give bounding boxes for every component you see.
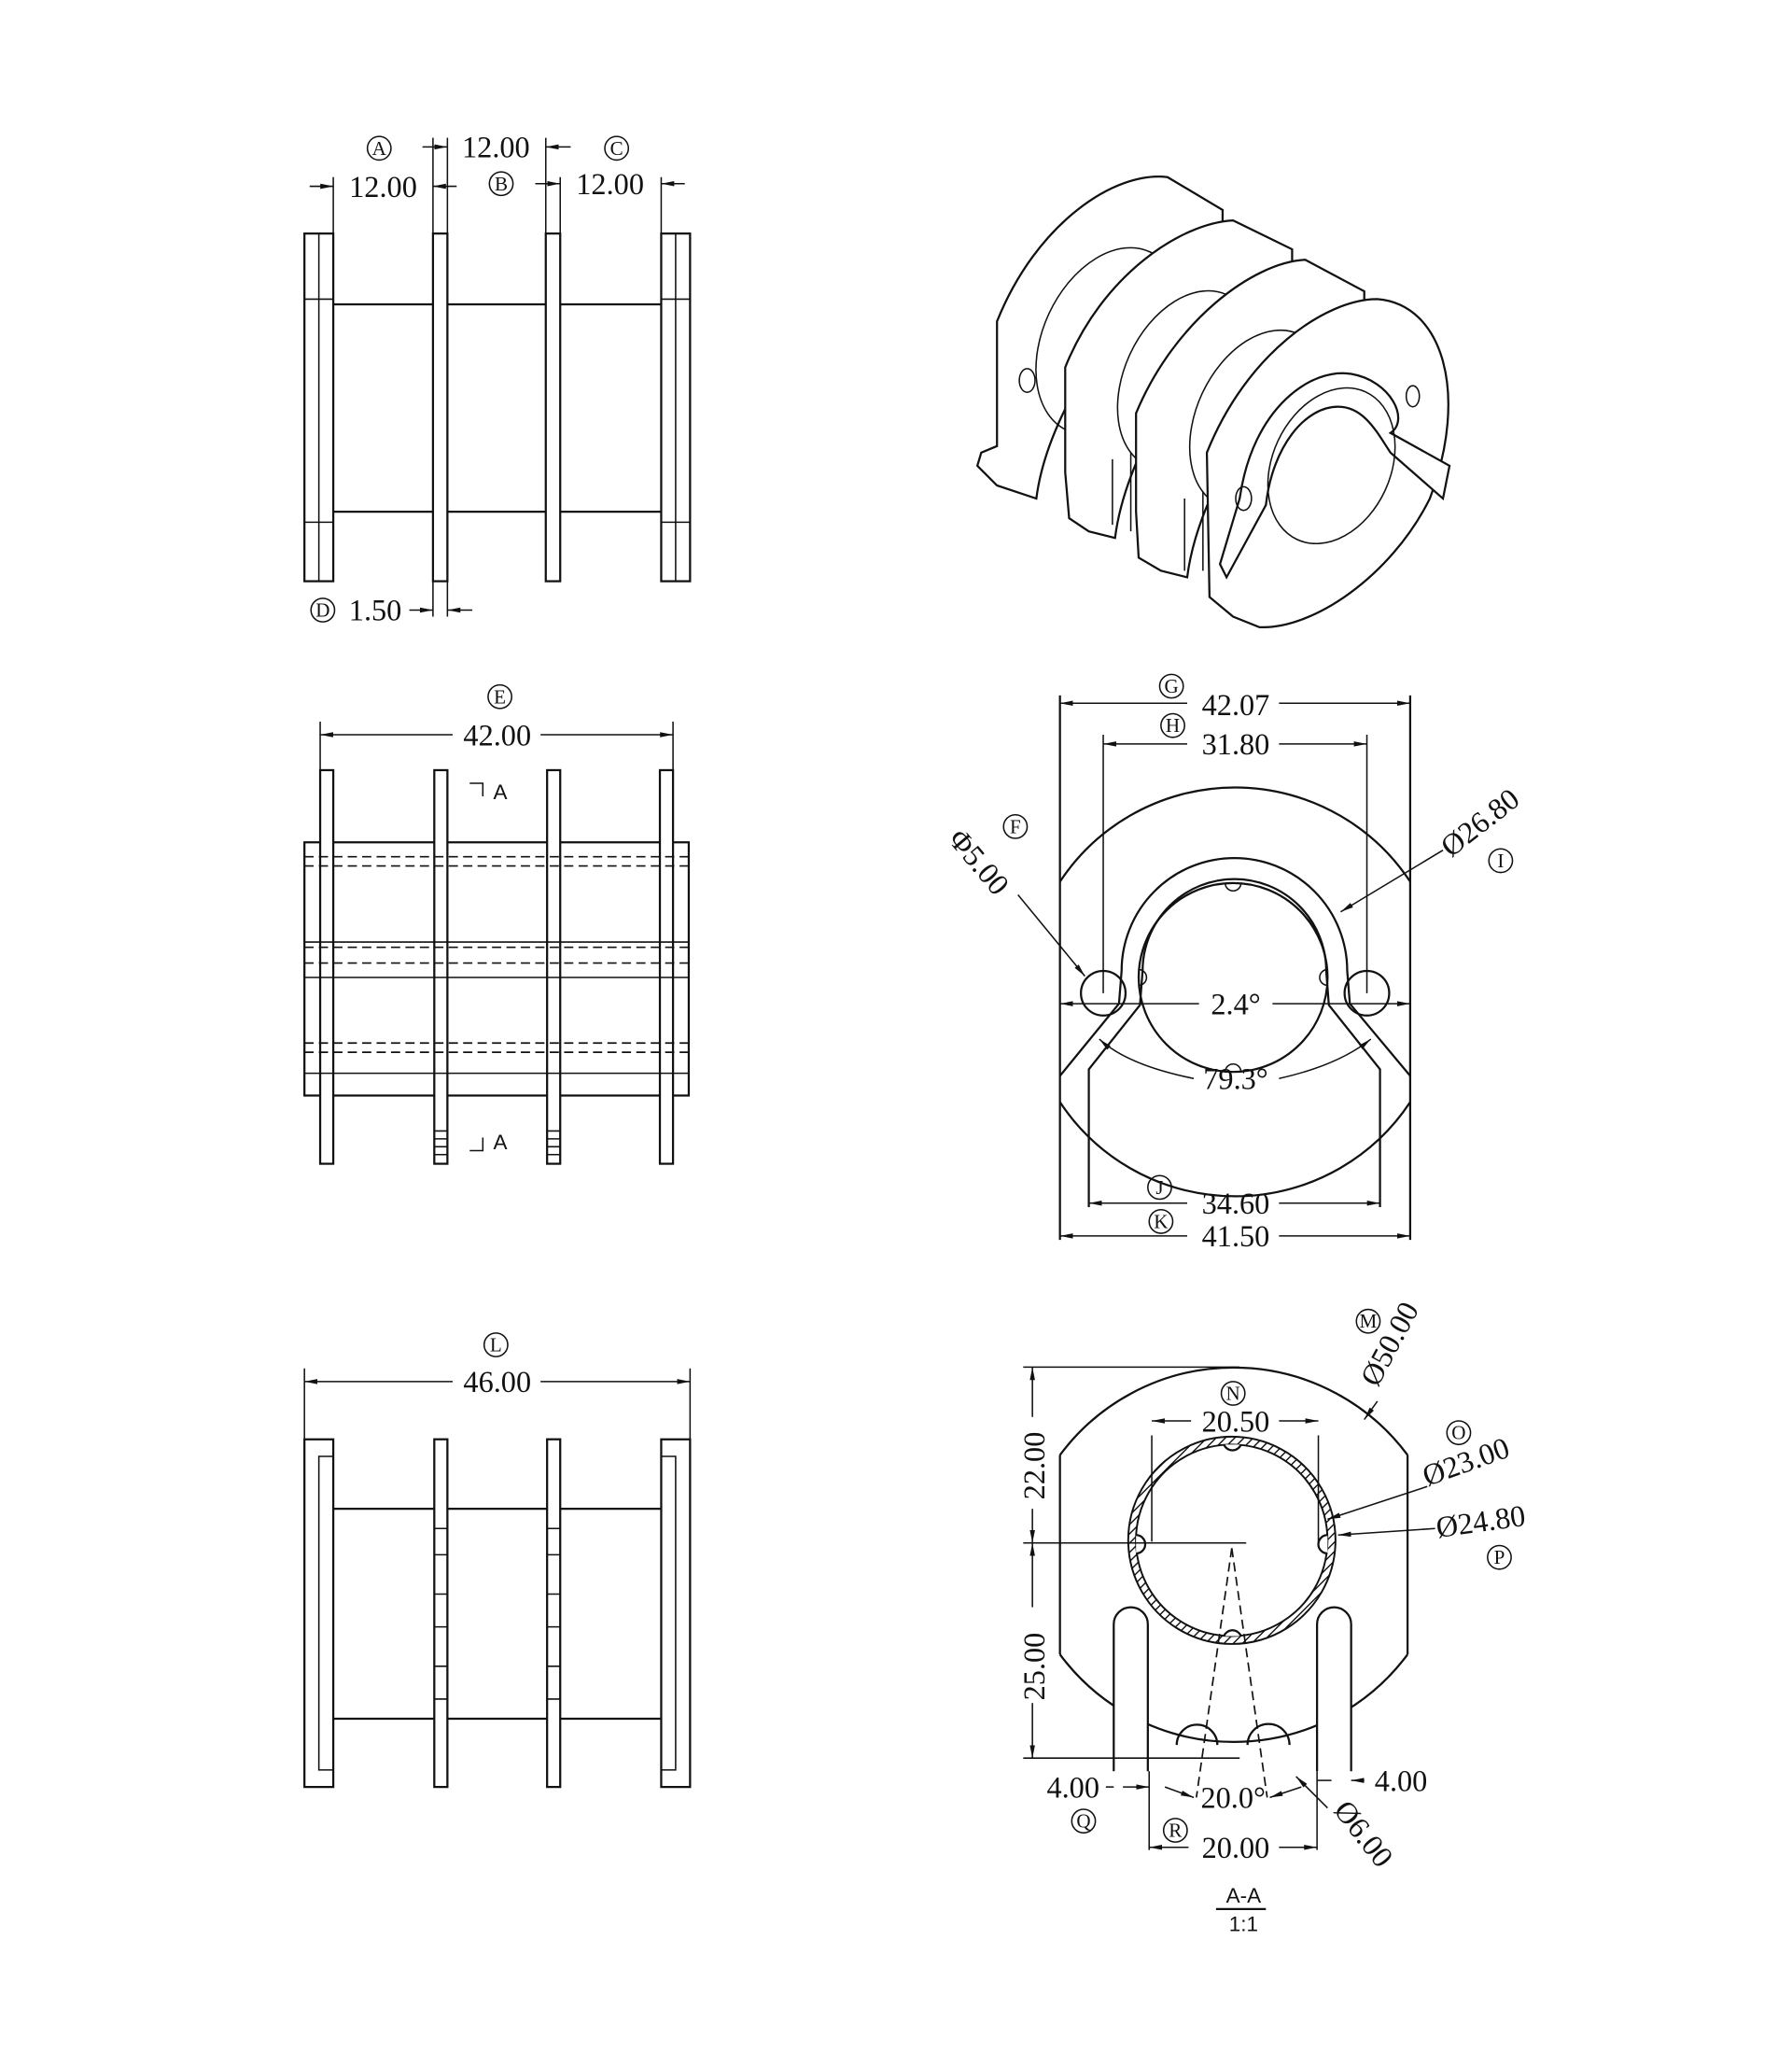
angle-79-3: 79.3° bbox=[1099, 1038, 1372, 1095]
end-view: G 42.07 H 31.80 F Φ5.00 I Ø26.80 2.4° bbox=[942, 673, 1526, 1253]
svg-text:E: E bbox=[494, 685, 506, 708]
svg-text:A-A: A-A bbox=[1226, 1884, 1261, 1907]
svg-text:41.50: 41.50 bbox=[1202, 1219, 1270, 1253]
svg-text:R: R bbox=[1169, 1820, 1183, 1842]
dimension-right-gap: 4.00 bbox=[1317, 1764, 1427, 1797]
bobbin-outline bbox=[303, 1438, 692, 1789]
bobbin-outline bbox=[303, 232, 692, 583]
svg-text:2.4°: 2.4° bbox=[1211, 987, 1260, 1020]
dimension-G: G 42.07 bbox=[1059, 673, 1410, 722]
svg-text:42.07: 42.07 bbox=[1202, 688, 1270, 722]
dimension-B: B 12.00 bbox=[349, 170, 514, 204]
angle-20: 20.0° bbox=[1164, 1781, 1302, 1815]
flange-outline bbox=[1058, 695, 1412, 1241]
section-outline bbox=[1023, 1366, 1409, 1850]
dimension-A: A 12.00 bbox=[366, 131, 530, 164]
svg-text:34.60: 34.60 bbox=[1202, 1187, 1270, 1220]
svg-text:I: I bbox=[1497, 850, 1504, 872]
svg-text:12.00: 12.00 bbox=[462, 131, 530, 164]
svg-text:Ø23.00: Ø23.00 bbox=[1418, 1430, 1514, 1493]
bobbin-outline bbox=[303, 768, 691, 1165]
svg-text:A: A bbox=[494, 780, 508, 804]
dimension-height-top: 22.00 bbox=[1017, 1367, 1051, 1543]
svg-text:22.00: 22.00 bbox=[1017, 1432, 1051, 1500]
svg-text:A: A bbox=[372, 137, 387, 160]
svg-text:79.3°: 79.3° bbox=[1203, 1061, 1267, 1095]
iso-plate-4-front bbox=[1205, 298, 1451, 628]
svg-text:1.50: 1.50 bbox=[349, 594, 402, 627]
dimension-P: P Ø24.80 bbox=[1337, 1498, 1528, 1570]
svg-text:G: G bbox=[1165, 675, 1179, 697]
svg-text:Ø26.80: Ø26.80 bbox=[1435, 781, 1526, 864]
svg-text:20.00: 20.00 bbox=[1202, 1831, 1270, 1864]
svg-text:B: B bbox=[495, 173, 508, 195]
svg-text:Ø6.00: Ø6.00 bbox=[1327, 1794, 1400, 1874]
svg-text:A: A bbox=[494, 1131, 508, 1154]
bottom-view: L 46.00 bbox=[303, 1332, 692, 1789]
svg-text:46.00: 46.00 bbox=[463, 1365, 531, 1398]
section-view: M Ø50.00 N 20.50 O Ø23.00 P Ø24.80 22.00 bbox=[1017, 1296, 1528, 1935]
top-view: A 12.00 B 12.00 C 12.00 D 1.50 bbox=[303, 131, 692, 627]
svg-text:25.00: 25.00 bbox=[1017, 1633, 1051, 1701]
svg-text:M: M bbox=[1360, 1310, 1378, 1332]
isometric-view bbox=[975, 176, 1451, 628]
dimension-D: D 1.50 bbox=[310, 594, 402, 627]
dimension-M: M Ø50.00 bbox=[1353, 1296, 1425, 1421]
svg-text:H: H bbox=[1166, 714, 1180, 737]
svg-text:Ø24.80: Ø24.80 bbox=[1434, 1498, 1527, 1544]
svg-text:Φ5.00: Φ5.00 bbox=[942, 822, 1015, 902]
svg-text:L: L bbox=[490, 1334, 502, 1356]
dimension-E: E 42.00 bbox=[319, 683, 674, 770]
svg-text:4.00: 4.00 bbox=[1375, 1764, 1428, 1797]
side-view: E 42.00 A A bbox=[303, 683, 691, 1165]
dimension-K: K 41.50 bbox=[1059, 1208, 1410, 1253]
dimension-R: R 20.00 bbox=[1149, 1818, 1318, 1864]
dimension-H: H 31.80 bbox=[1102, 712, 1368, 993]
dimension-L: L 46.00 bbox=[303, 1332, 692, 1440]
angle-2-4: 2.4° bbox=[1059, 987, 1410, 1020]
svg-text:D: D bbox=[315, 599, 329, 622]
svg-text:20.0°: 20.0° bbox=[1200, 1781, 1265, 1815]
svg-text:12.00: 12.00 bbox=[349, 170, 417, 204]
section-title: A-A 1:1 bbox=[1215, 1884, 1267, 1936]
dimension-height-bottom: 25.00 bbox=[1017, 1542, 1051, 1759]
svg-text:1:1: 1:1 bbox=[1229, 1913, 1258, 1936]
dimension-N: N 20.50 bbox=[1152, 1381, 1319, 1438]
dimension-J: J 34.60 bbox=[1088, 1174, 1380, 1220]
dimension-C: C 12.00 bbox=[576, 135, 644, 201]
svg-text:31.80: 31.80 bbox=[1202, 727, 1270, 761]
dimension-I: I Ø26.80 bbox=[1340, 781, 1526, 913]
section-cut-marker: A A bbox=[469, 780, 508, 1154]
dimension-F: F Φ5.00 bbox=[942, 813, 1085, 977]
dimension-lines bbox=[309, 137, 685, 617]
dimension-Q: 4.00 Q bbox=[1046, 1770, 1150, 1834]
svg-text:C: C bbox=[610, 137, 623, 160]
svg-text:12.00: 12.00 bbox=[576, 167, 644, 201]
svg-text:J: J bbox=[1155, 1176, 1163, 1199]
svg-text:4.00: 4.00 bbox=[1046, 1770, 1099, 1804]
svg-text:20.50: 20.50 bbox=[1202, 1404, 1270, 1438]
svg-text:F: F bbox=[1010, 815, 1021, 837]
svg-text:N: N bbox=[1226, 1383, 1240, 1405]
svg-text:P: P bbox=[1494, 1546, 1505, 1568]
svg-text:O: O bbox=[1451, 1422, 1465, 1444]
svg-text:K: K bbox=[1154, 1210, 1168, 1232]
svg-text:42.00: 42.00 bbox=[463, 718, 531, 752]
svg-text:Q: Q bbox=[1076, 1810, 1090, 1833]
